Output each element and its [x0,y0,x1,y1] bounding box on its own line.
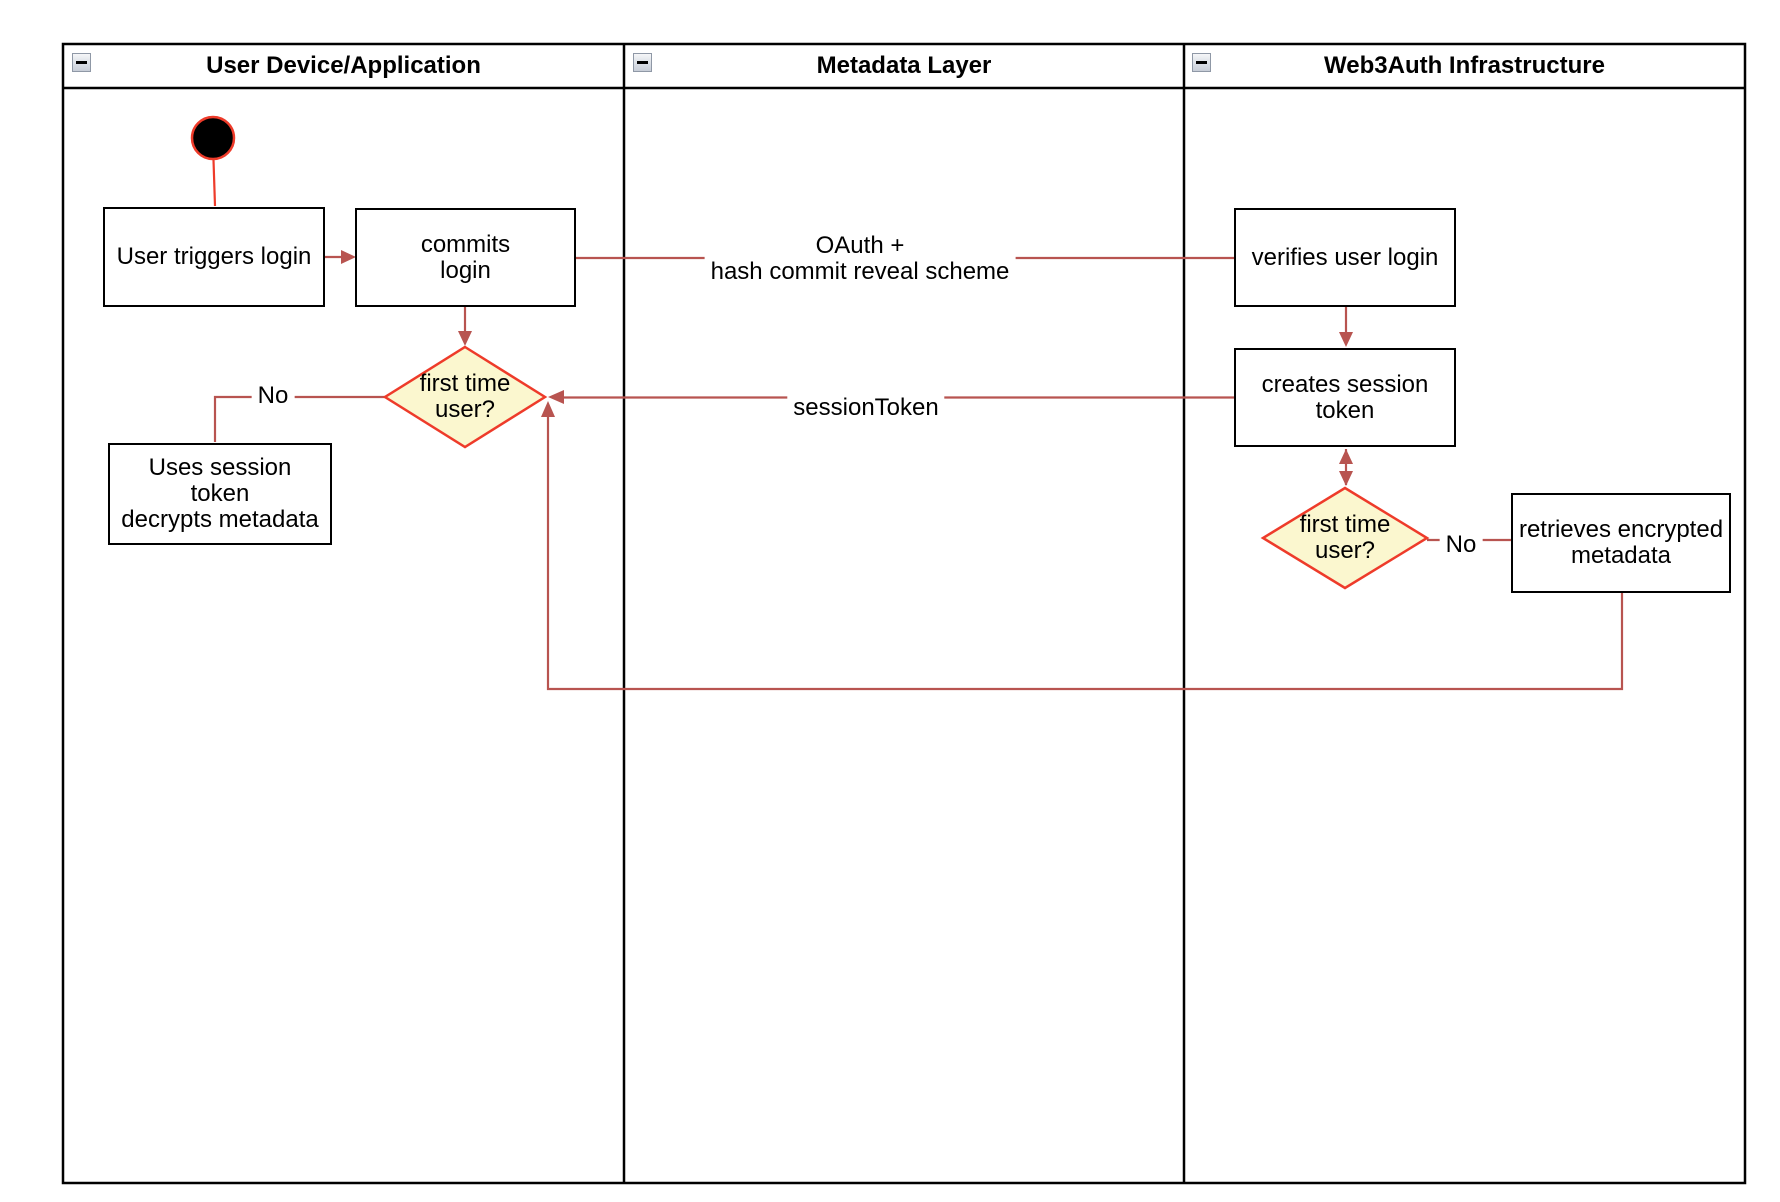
collapse-icon[interactable] [72,53,91,72]
edge-verifies-to-creates [1339,307,1353,347]
node-creates-session-token[interactable]: creates session token [1234,348,1456,447]
collapse-icon[interactable] [633,53,652,72]
collapse-icon[interactable] [1192,53,1211,72]
edge-label-no-web3auth: No [1439,531,1483,559]
edge-label-no-user-device: No [251,382,295,410]
node-label: User triggers login [116,243,312,270]
start-node[interactable] [190,115,236,161]
node-retrieves-encrypted-metadata[interactable]: retrieves encrypted metadata [1511,493,1731,593]
decision-label-web3auth: first time user? [1299,511,1391,564]
edge-commits-to-decision [458,307,472,346]
decision-label-user-device: first time user? [419,370,511,423]
decision-first-time-user-device[interactable] [382,345,548,449]
edge-no-user-device [213,395,385,442]
lane-title-user-device: User Device/Application [63,44,624,88]
node-label: Uses session token decrypts metadata [121,454,319,533]
edge-creates-to-decision [1339,449,1353,486]
node-label: verifies user login [1251,243,1439,271]
lane-title-text: Web3Auth Infrastructure [1324,52,1605,79]
lane-title-metadata-layer: Metadata Layer [624,44,1184,88]
lane-title-text: User Device/Application [206,52,481,79]
lane-title-text: Metadata Layer [816,52,992,79]
edge-label-oauth: OAuth + hash commit reveal scheme [704,232,1016,286]
edge-start-to-user-triggers [212,159,217,207]
node-commits-login[interactable]: commits login [355,208,576,307]
swimlane-frame [61,42,1747,1185]
node-label: creates session token [1261,370,1429,424]
edge-label-session-token: sessionToken [787,394,945,422]
node-verifies-user-login[interactable]: verifies user login [1234,208,1456,307]
node-label: retrieves encrypted metadata [1518,516,1724,569]
edge-return-metadata [541,401,1624,691]
node-uses-session-token[interactable]: Uses session token decrypts metadata [108,443,332,545]
lane-title-web3auth: Web3Auth Infrastructure [1184,44,1745,88]
node-user-triggers-login[interactable]: User triggers login [103,207,325,307]
node-label: commits login [420,230,511,284]
edge-user-triggers-to-commits [325,250,356,264]
decision-first-time-web3auth[interactable] [1260,486,1430,590]
